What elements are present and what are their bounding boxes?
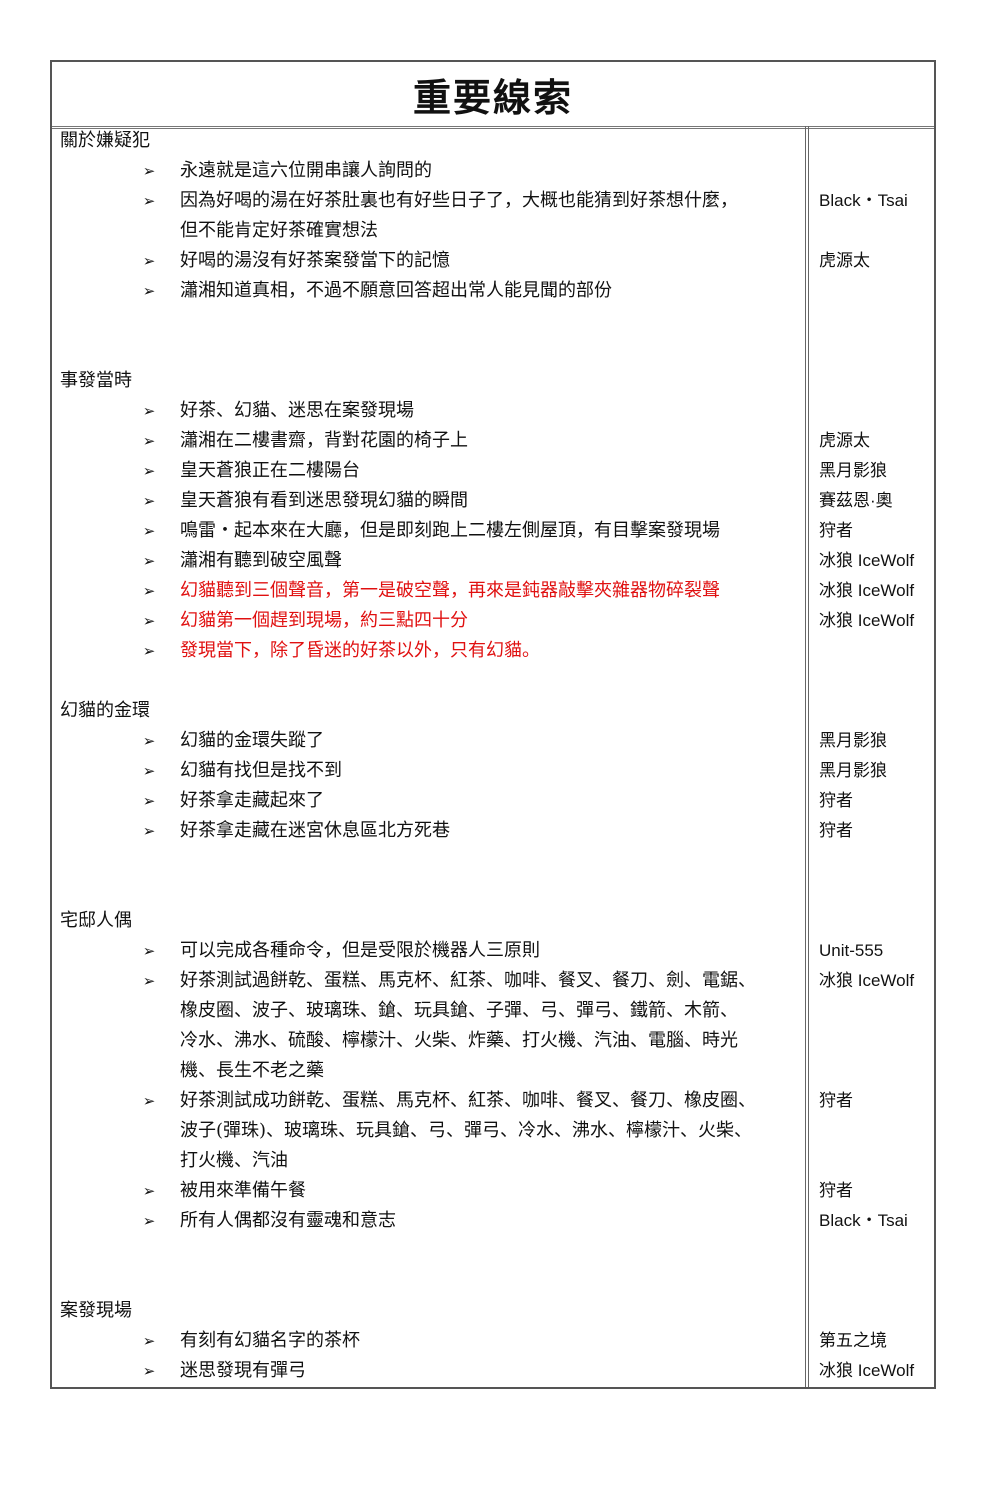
bullet-icon: ➢ <box>142 492 156 510</box>
bullet-icon: ➢ <box>142 402 156 420</box>
clue-line: 橡皮圈、波子、玻璃珠、鎗、玩具鎗、子彈、弓、彈弓、鐵箭、木箭、 <box>180 1000 738 1021</box>
clue-line: 打火機、汽油 <box>180 1150 288 1171</box>
bullet-icon: ➢ <box>142 1092 156 1110</box>
source-name: 冰狼 IceWolf <box>819 581 915 600</box>
clue-line: 但不能肯定好茶確實想法 <box>180 220 378 241</box>
source-name: 黑月影狼 <box>819 761 887 780</box>
clue-line: 瀟湘知道真相，不過不願意回答超出常人能見聞的部份 <box>180 280 612 301</box>
clue-line: 幻貓有找但是找不到 <box>180 760 342 781</box>
bullet-icon: ➢ <box>142 252 156 270</box>
section-heading: 事發當時 <box>60 370 132 391</box>
source-column: Black・Tsai 虎源太 虎源太 黑月影狼 賽茲恩·奧 狩者 冰狼 IceW… <box>805 126 934 1387</box>
section-heading: 幻貓的金環 <box>60 700 150 721</box>
source-name: 黑月影狼 <box>819 731 887 750</box>
bullet-icon: ➢ <box>142 612 156 630</box>
bullet-icon: ➢ <box>142 282 156 300</box>
bullet-icon: ➢ <box>142 192 156 210</box>
clue-line: 因為好喝的湯在好茶肚裏也有好些日子了，大概也能猜到好茶想什麼， <box>180 190 738 211</box>
section-heading: 案發現場 <box>60 1300 132 1321</box>
source-name: 狩者 <box>819 1181 853 1200</box>
bullet-icon: ➢ <box>142 552 156 570</box>
clue-line: 幻貓的金環失蹤了 <box>180 730 324 751</box>
source-name: 賽茲恩·奧 <box>819 491 893 510</box>
source-name: 黑月影狼 <box>819 461 887 480</box>
source-name: 狩者 <box>819 521 853 540</box>
clue-line-highlight: 幻貓第一個趕到現場，約三點四十分 <box>180 610 468 631</box>
source-name: 冰狼 IceWolf <box>819 611 915 630</box>
clue-line: 好茶測試過餅乾、蛋糕、馬克杯、紅茶、咖啡、餐叉、餐刀、劍、電鋸、 <box>180 970 756 991</box>
clue-line: 皇天蒼狼有看到迷思發現幻貓的瞬間 <box>180 490 468 511</box>
bullet-icon: ➢ <box>142 1182 156 1200</box>
clue-line: 鳴雷・起本來在大廳，但是即刻跑上二樓左側屋頂，有目擊案發現場 <box>180 520 720 541</box>
clue-line: 機、長生不老之藥 <box>180 1060 324 1081</box>
clue-line: 好茶測試成功餅乾、蛋糕、馬克杯、紅茶、咖啡、餐叉、餐刀、橡皮圈、 <box>180 1090 756 1111</box>
clue-line: 可以完成各種命令，但是受限於機器人三原則 <box>180 940 540 961</box>
clue-line: 皇天蒼狼正在二樓陽台 <box>180 460 360 481</box>
bullet-icon: ➢ <box>142 822 156 840</box>
bullet-icon: ➢ <box>142 1362 156 1380</box>
section-heading: 關於嫌疑犯 <box>60 130 150 151</box>
bullet-icon: ➢ <box>142 582 156 600</box>
source-name: Unit-555 <box>819 941 884 960</box>
source-name: 冰狼 IceWolf <box>819 971 915 990</box>
clue-line: 好茶拿走藏在迷宮休息區北方死巷 <box>180 820 450 841</box>
source-name: 第五之境 <box>819 1331 887 1350</box>
clue-line: 永遠就是這六位開串讓人詢問的 <box>180 160 432 181</box>
table-body: 關於嫌疑犯 ➢ 永遠就是這六位開串讓人詢問的 ➢ 因為好喝的湯在好茶肚裏也有好些… <box>52 126 934 1387</box>
bullet-icon: ➢ <box>142 642 156 660</box>
source-name: 冰狼 IceWolf <box>819 1361 915 1380</box>
source-name: 冰狼 IceWolf <box>819 551 915 570</box>
bullet-icon: ➢ <box>142 942 156 960</box>
bullet-icon: ➢ <box>142 732 156 750</box>
bullet-icon: ➢ <box>142 522 156 540</box>
source-name: 狩者 <box>819 1091 853 1110</box>
clue-line: 波子(彈珠)、玻璃珠、玩具鎗、弓、彈弓、冷水、沸水、檸檬汁、火柴、 <box>180 1120 753 1141</box>
clue-line: 被用來準備午餐 <box>180 1180 306 1201</box>
title-row: 重要線索 <box>52 62 934 129</box>
clue-line: 瀟湘有聽到破空風聲 <box>180 550 342 571</box>
source-name: 狩者 <box>819 821 853 840</box>
bullet-icon: ➢ <box>142 972 156 990</box>
clue-line: 好茶、幻貓、迷思在案發現場 <box>180 400 414 421</box>
source-name: Black・Tsai <box>819 191 908 210</box>
clue-line: 有刻有幻貓名字的茶杯 <box>180 1330 360 1351</box>
section-heading: 宅邸人偶 <box>60 910 132 931</box>
clue-line: 所有人偶都沒有靈魂和意志 <box>180 1210 396 1231</box>
source-name: 虎源太 <box>819 431 870 450</box>
clue-table: 重要線索 關於嫌疑犯 ➢ 永遠就是這六位開串讓人詢問的 ➢ 因為好喝的湯在好茶肚… <box>50 60 936 1389</box>
clues-column: 關於嫌疑犯 ➢ 永遠就是這六位開串讓人詢問的 ➢ 因為好喝的湯在好茶肚裏也有好些… <box>52 126 805 1387</box>
clue-line: 冷水、沸水、硫酸、檸檬汁、火柴、炸藥、打火機、汽油、電腦、時光 <box>180 1030 738 1051</box>
source-name: 虎源太 <box>819 251 870 270</box>
bullet-icon: ➢ <box>142 792 156 810</box>
clue-line: 好茶拿走藏起來了 <box>180 790 324 811</box>
bullet-icon: ➢ <box>142 162 156 180</box>
bullet-icon: ➢ <box>142 432 156 450</box>
bullet-icon: ➢ <box>142 1212 156 1230</box>
bullet-icon: ➢ <box>142 1332 156 1350</box>
clue-line: 瀟湘在二樓書齋，背對花園的椅子上 <box>180 430 468 451</box>
source-name: Black・Tsai <box>819 1211 908 1230</box>
source-name: 狩者 <box>819 791 853 810</box>
clue-line-highlight: 發現當下，除了昏迷的好茶以外，只有幻貓。 <box>180 640 540 661</box>
clue-line-highlight: 幻貓聽到三個聲音，第一是破空聲，再來是鈍器敲擊夾雜器物碎裂聲 <box>180 580 720 601</box>
bullet-icon: ➢ <box>142 762 156 780</box>
page-title: 重要線索 <box>412 75 573 120</box>
clue-line: 迷思發現有彈弓 <box>180 1360 306 1381</box>
bullet-icon: ➢ <box>142 462 156 480</box>
clue-line: 好喝的湯沒有好茶案發當下的記憶 <box>180 250 450 271</box>
